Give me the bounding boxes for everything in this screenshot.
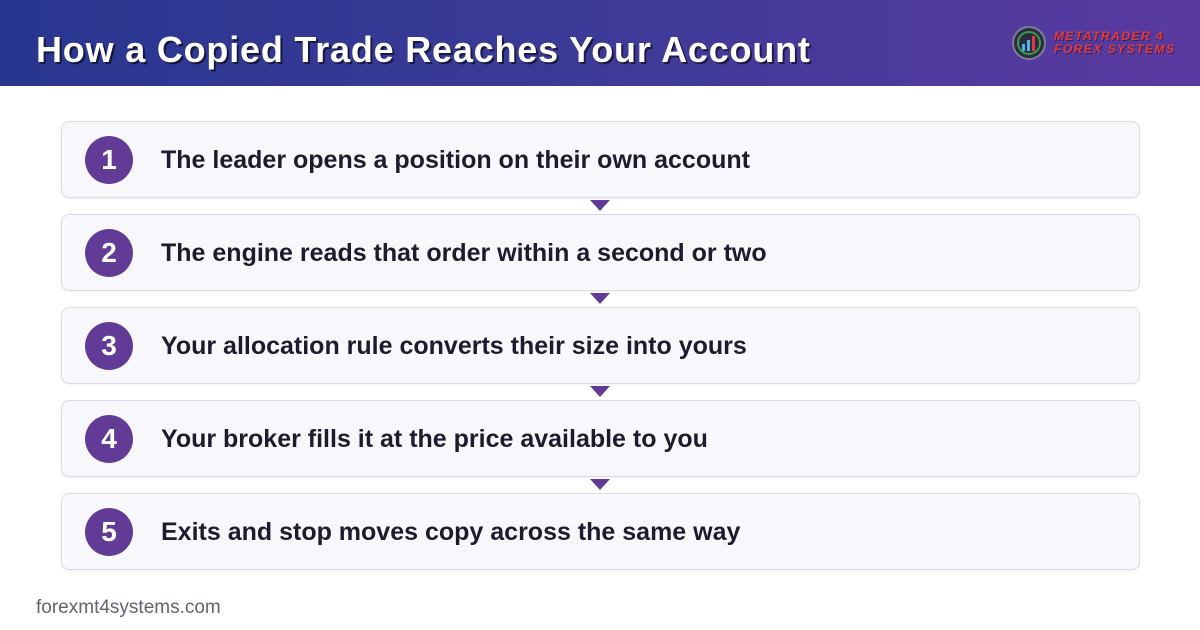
- step-card-1: 1 The leader opens a position on their o…: [61, 121, 1140, 198]
- step-text: The engine reads that order within a sec…: [161, 239, 767, 267]
- down-arrow-icon: [590, 386, 610, 397]
- step-number-badge: 3: [85, 322, 133, 370]
- step-number-badge: 1: [85, 136, 133, 184]
- page-title: How a Copied Trade Reaches Your Account: [36, 29, 811, 70]
- step-card-5: 5 Exits and stop moves copy across the s…: [61, 493, 1140, 570]
- down-arrow-icon: [590, 293, 610, 304]
- step-text: Your broker fills it at the price availa…: [161, 425, 708, 453]
- step-text: Exits and stop moves copy across the sam…: [161, 518, 741, 546]
- logo-text-line1: METATRADER 4: [1054, 29, 1165, 43]
- brand-logo[interactable]: METATRADER 4 FOREX SYSTEMS: [1010, 24, 1180, 64]
- step-text: The leader opens a position on their own…: [161, 146, 750, 174]
- step-number-badge: 2: [85, 229, 133, 277]
- logo-text-line2: FOREX SYSTEMS: [1054, 42, 1176, 56]
- footer-site-link[interactable]: forexmt4systems.com: [36, 597, 221, 618]
- down-arrow-icon: [590, 200, 610, 211]
- down-arrow-icon: [590, 479, 610, 490]
- step-card-3: 3 Your allocation rule converts their si…: [61, 307, 1140, 384]
- step-number-badge: 5: [85, 508, 133, 556]
- header-banner: How a Copied Trade Reaches Your Account …: [0, 0, 1200, 86]
- step-text: Your allocation rule converts their size…: [161, 332, 747, 360]
- step-card-4: 4 Your broker fills it at the price avai…: [61, 400, 1140, 477]
- step-card-2: 2 The engine reads that order within a s…: [61, 214, 1140, 291]
- step-number-badge: 4: [85, 415, 133, 463]
- chart-globe-icon: [1012, 26, 1046, 60]
